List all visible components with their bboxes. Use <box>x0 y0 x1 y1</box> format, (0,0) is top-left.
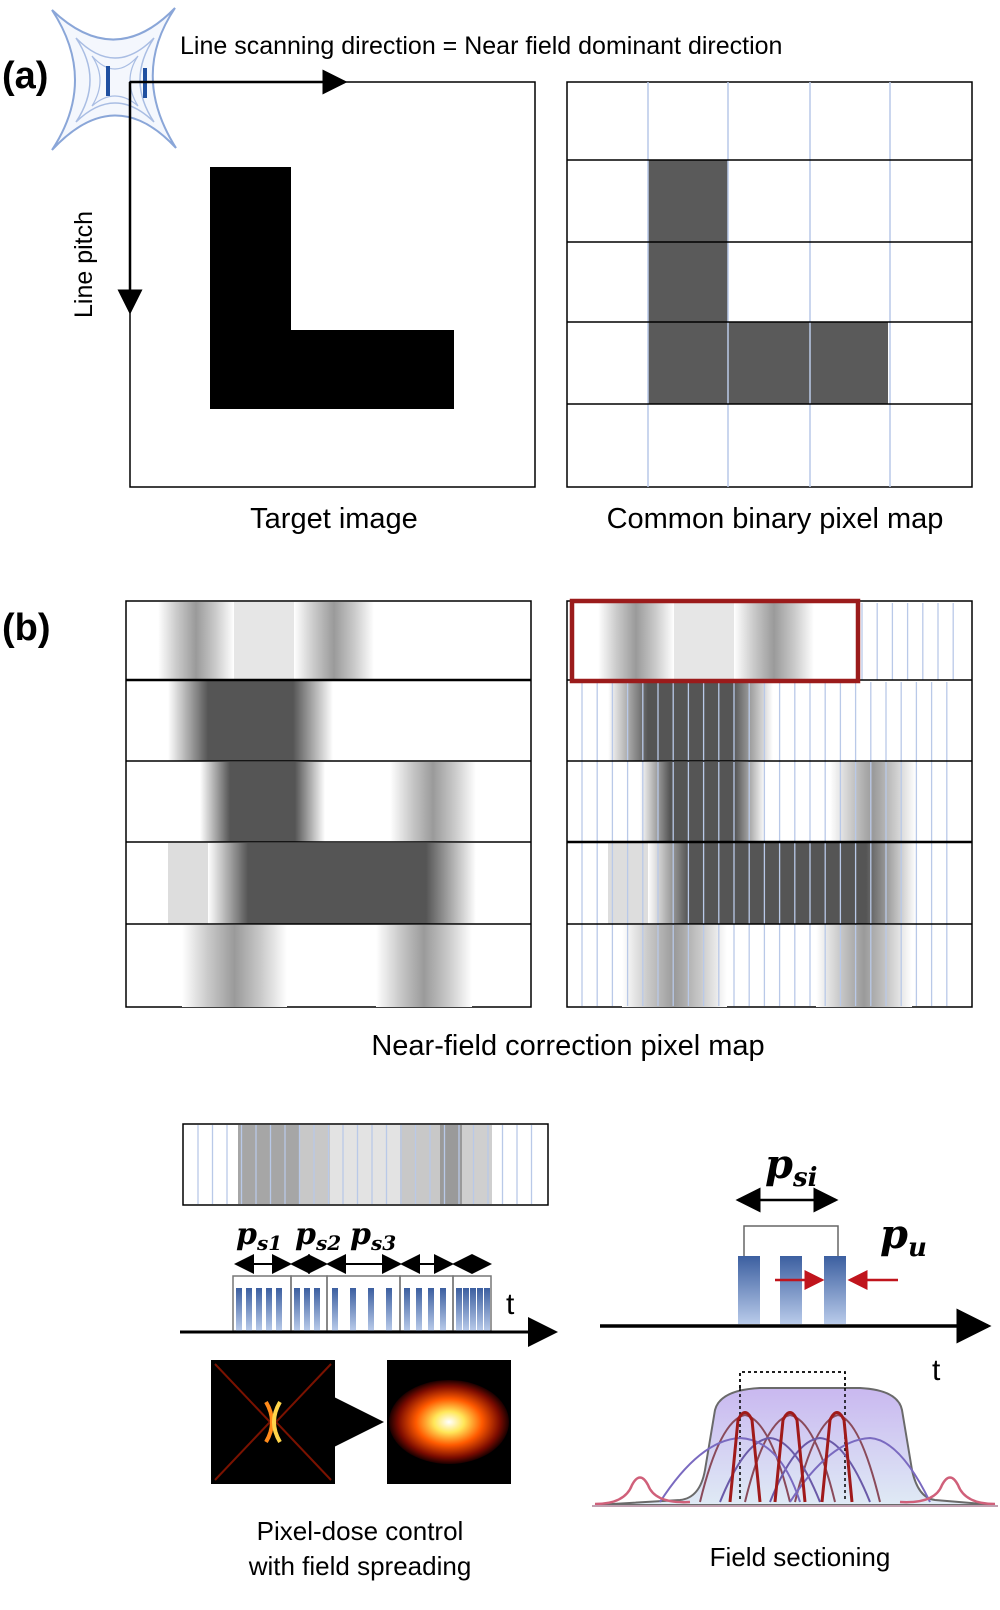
svg-text:ps2: ps2 <box>295 1217 341 1255</box>
field-sectioning-caption: Field sectioning <box>710 1542 891 1572</box>
near-field-spot-after <box>387 1360 511 1484</box>
svg-text:ps1: ps1 <box>236 1217 282 1255</box>
target-l-shape <box>210 167 454 409</box>
near-field-spot-before <box>211 1360 335 1484</box>
correction-map-right <box>566 598 973 1008</box>
ps1-label: ps1 <box>236 1217 282 1255</box>
panel-a-label: (a) <box>2 55 48 97</box>
time-label-right: t <box>932 1354 941 1387</box>
binary-pixel-map <box>566 81 973 488</box>
binary-map-caption: Common binary pixel map <box>607 503 944 535</box>
pulse-train-right <box>738 1225 898 1324</box>
correction-map-left <box>125 600 532 1008</box>
ps3-label: ps3 <box>350 1217 396 1255</box>
panel-b-label: (b) <box>2 607 51 649</box>
ps2-label: ps2 <box>295 1217 341 1255</box>
field-sectioning-illustration <box>592 1371 998 1507</box>
dose-caption-line2: with field spreading <box>248 1551 472 1581</box>
highlighted-line-box <box>569 598 861 684</box>
svg-text:ps3: ps3 <box>350 1217 396 1255</box>
svg-text:psi: psi <box>765 1141 817 1193</box>
zoomed-line-strip <box>182 1123 549 1206</box>
psi-label: psi <box>765 1141 817 1193</box>
correction-map-caption: Near-field correction pixel map <box>371 1030 764 1062</box>
time-label-left: t <box>506 1288 515 1321</box>
dose-caption-line1: Pixel-dose control <box>257 1516 464 1546</box>
scan-direction-label: Line scanning direction = Near field dom… <box>180 32 782 60</box>
pulse-train-left <box>232 1275 492 1332</box>
target-image-caption: Target image <box>250 503 418 535</box>
pu-label: pu <box>880 1211 927 1263</box>
svg-text:pu: pu <box>880 1211 927 1263</box>
near-field-star-icon <box>51 7 177 151</box>
target-image-frame <box>129 81 536 488</box>
line-pitch-label: Line pitch <box>70 211 98 318</box>
